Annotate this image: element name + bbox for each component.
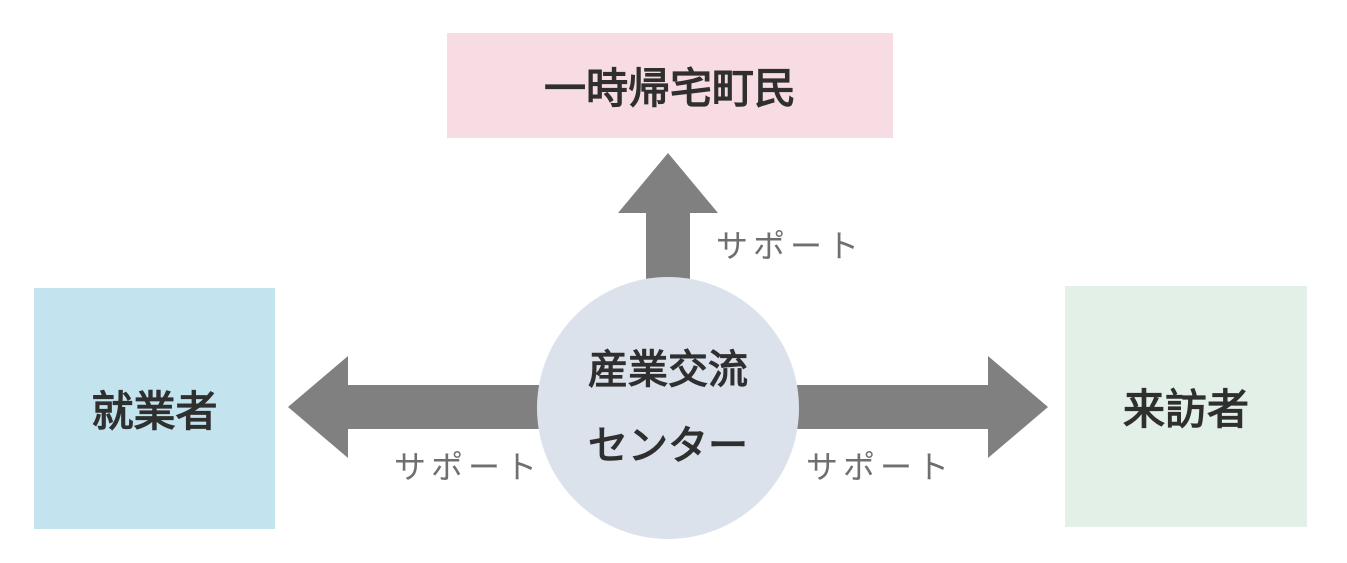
- node-workers-label: 就業者: [91, 387, 218, 436]
- center-label-line2: センター: [588, 423, 748, 469]
- arrow-right: [797, 356, 1048, 458]
- node-returning-residents-label: 一時帰宅町民: [543, 64, 796, 113]
- edge-label-top: サポート: [716, 227, 865, 265]
- node-industrial-exchange-center: 産業交流 センター: [537, 277, 799, 539]
- edge-label-left: サポート: [394, 448, 543, 486]
- node-visitors-label: 来訪者: [1122, 385, 1249, 434]
- arrow-up: [618, 153, 718, 282]
- arrow-left: [288, 356, 540, 458]
- node-visitors: 来訪者: [1065, 286, 1307, 527]
- node-workers: 就業者: [34, 288, 275, 529]
- node-returning-residents: 一時帰宅町民: [447, 33, 893, 138]
- center-label-line1: 産業交流: [588, 347, 748, 393]
- edge-label-right: サポート: [806, 448, 955, 486]
